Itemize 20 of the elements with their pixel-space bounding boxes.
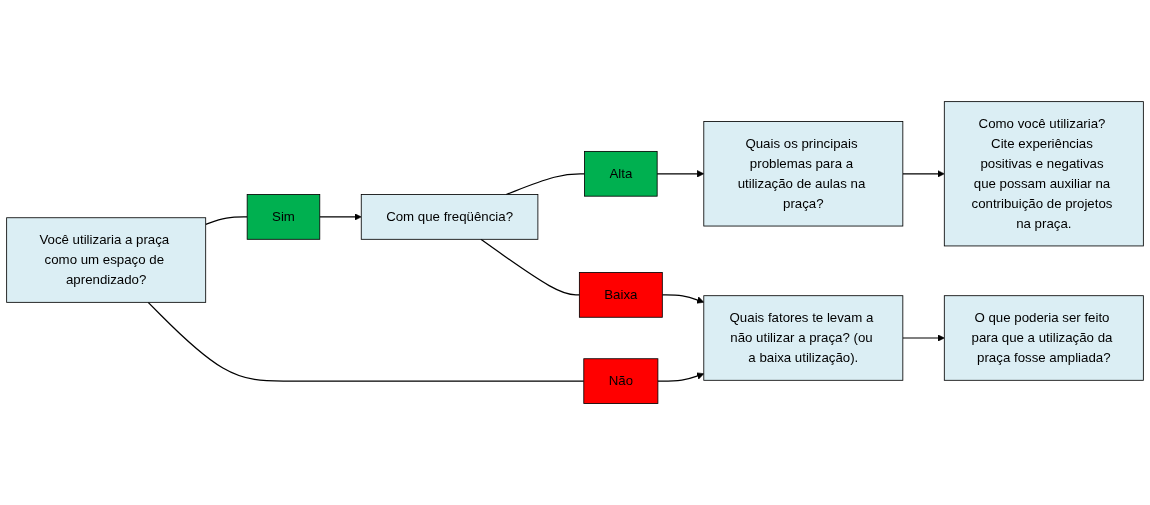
node-box: Baixa xyxy=(578,272,663,318)
arrow xyxy=(902,170,945,178)
node-box: Não xyxy=(583,358,659,404)
node-box: Como você utilizaria? Cite experiências positivas e negativas que possam auxiliar na contribuição de projetos na praça. xyxy=(943,101,1144,247)
arrow xyxy=(657,372,705,382)
arrow xyxy=(319,213,362,221)
node-box: Com que freqüência? xyxy=(360,194,539,240)
node-box: Alta xyxy=(584,150,658,197)
connector xyxy=(205,216,248,225)
arrow xyxy=(902,334,945,342)
connector xyxy=(147,301,585,382)
node-box: Sim xyxy=(246,194,321,240)
node-box: Quais fatores te levam a não utilizar a praça? (ou a baixa utilização). xyxy=(703,295,904,381)
connector xyxy=(505,173,586,196)
node-box: Você utilizaria a praça como um espaço de aprendizado? xyxy=(6,217,207,303)
connector xyxy=(480,238,580,296)
node-box: O que poderia ser feito para que a utilização da praça fosse ampliada? xyxy=(943,295,1144,381)
arrow xyxy=(661,294,705,304)
node-box: Quais os principais problemas para a utilização de aulas na praça? xyxy=(703,121,904,227)
arrow xyxy=(656,170,705,178)
